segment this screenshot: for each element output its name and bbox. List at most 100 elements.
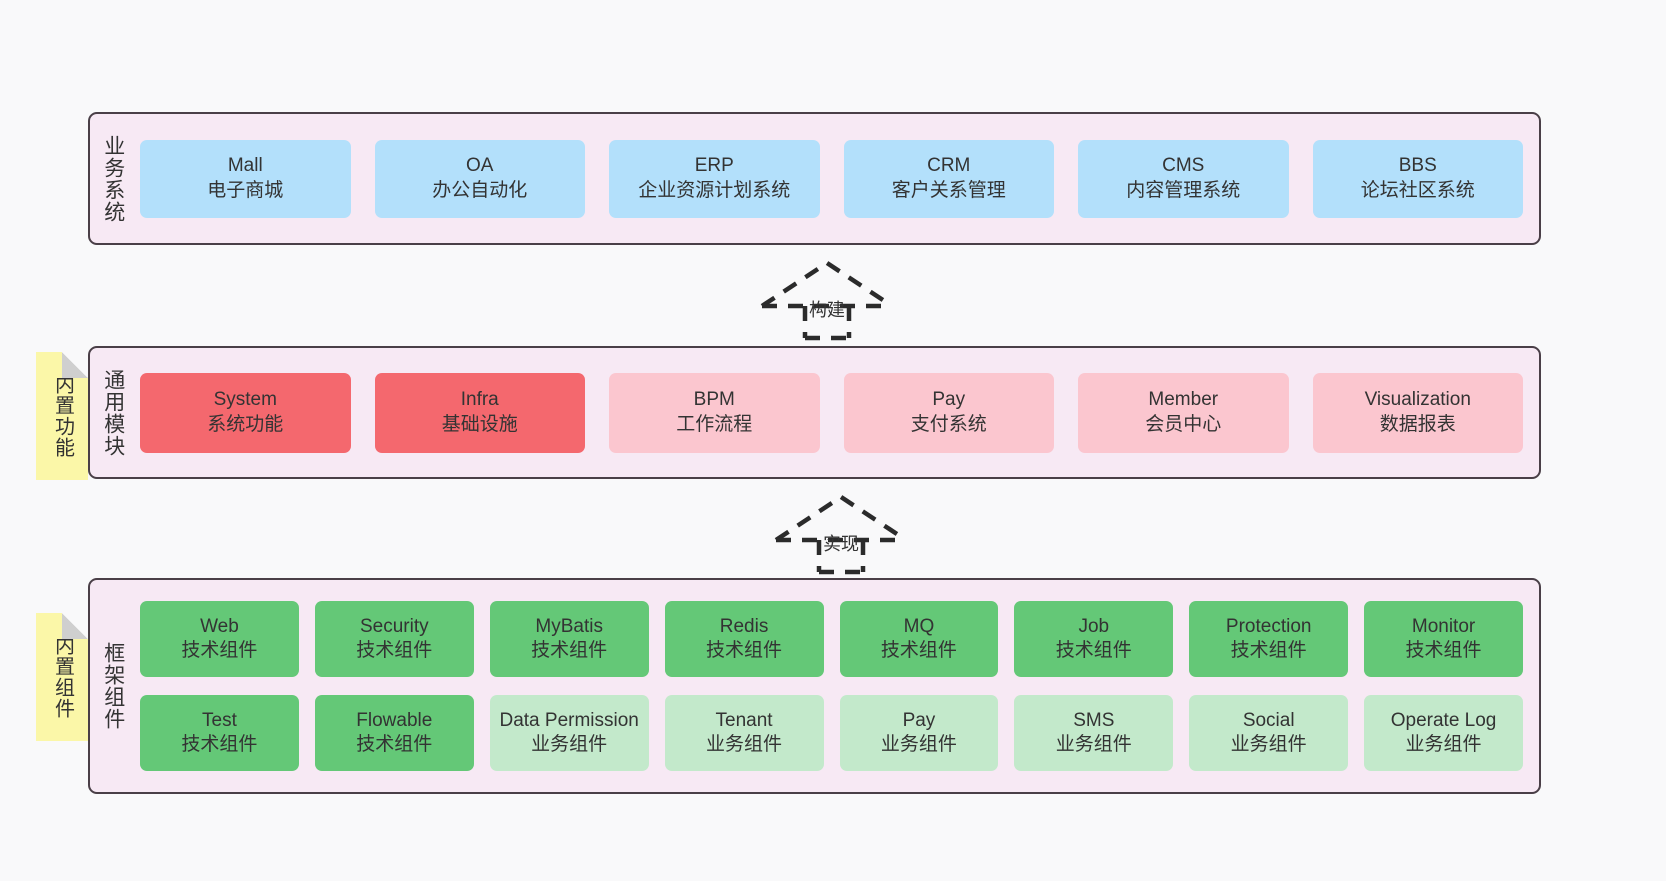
card-subtitle: 技术组件 bbox=[356, 640, 433, 661]
card-monitor[interactable]: Monitor 技术组件 bbox=[1364, 601, 1523, 677]
arrowhead-outline-implement bbox=[774, 494, 908, 542]
card-web[interactable]: Web 技术组件 bbox=[140, 601, 299, 677]
card-row: System 系统功能 Infra 基础设施 BPM 工作流程 Pay 支付系统… bbox=[140, 372, 1523, 453]
card-mq[interactable]: MQ 技术组件 bbox=[839, 601, 999, 677]
card-title: CRM bbox=[927, 155, 971, 177]
card-subtitle: 业务组件 bbox=[1405, 734, 1482, 755]
card-tenant[interactable]: Tenant 业务组件 bbox=[664, 695, 824, 771]
card-subtitle: 客户关系管理 bbox=[891, 179, 1006, 201]
card-bbs[interactable]: BBS 论坛社区系统 bbox=[1312, 139, 1523, 218]
arrow-shaft-implement bbox=[816, 540, 866, 575]
card-job[interactable]: Job 技术组件 bbox=[1014, 601, 1174, 677]
card-title: Member bbox=[1148, 389, 1219, 411]
card-data-permission[interactable]: Data Permission 业务组件 bbox=[489, 695, 649, 771]
card-subtitle: 业务组件 bbox=[1055, 734, 1132, 755]
card-subtitle: 技术组件 bbox=[880, 640, 957, 661]
layer-framework-component: 框架组件 Web 技术组件 Security 技术组件 MyBatis 技术组件… bbox=[88, 578, 1541, 794]
connector-build: 构建 bbox=[758, 258, 896, 341]
card-title: BBS bbox=[1398, 155, 1437, 177]
layer-label-business-system: 业务系统 bbox=[101, 134, 125, 223]
card-flowable[interactable]: Flowable 技术组件 bbox=[314, 695, 474, 771]
card-subtitle: 技术组件 bbox=[1230, 640, 1307, 661]
arrowhead-outline-build bbox=[760, 260, 894, 308]
card-bpm[interactable]: BPM 工作流程 bbox=[609, 372, 820, 453]
arrow-shaft-build bbox=[802, 306, 852, 341]
card-title: Test bbox=[202, 709, 237, 731]
card-title: BPM bbox=[693, 389, 735, 411]
card-sms[interactable]: SMS 业务组件 bbox=[1014, 695, 1174, 771]
card-title: OA bbox=[466, 155, 494, 177]
card-title: Social bbox=[1242, 709, 1295, 731]
card-social[interactable]: Social 业务组件 bbox=[1189, 695, 1349, 771]
card-mybatis[interactable]: MyBatis 技术组件 bbox=[489, 601, 649, 677]
card-system[interactable]: System 系统功能 bbox=[140, 372, 351, 453]
layer-body-common-module: System 系统功能 Infra 基础设施 BPM 工作流程 Pay 支付系统… bbox=[136, 348, 1539, 477]
card-subtitle: 支付系统 bbox=[910, 413, 987, 435]
card-row-business: Test 技术组件 Flowable 技术组件 Data Permission … bbox=[140, 695, 1523, 771]
card-pay[interactable]: Pay 支付系统 bbox=[843, 372, 1054, 453]
card-title: Mall bbox=[227, 155, 263, 177]
card-title: Protection bbox=[1225, 615, 1312, 637]
card-subtitle: 业务组件 bbox=[706, 734, 783, 755]
card-subtitle: 基础设施 bbox=[441, 413, 518, 435]
layer-body-framework-component: Web 技术组件 Security 技术组件 MyBatis 技术组件 Redi… bbox=[136, 580, 1539, 792]
card-visualization[interactable]: Visualization 数据报表 bbox=[1312, 372, 1523, 453]
sticky-note-builtin-function: 内置功能 bbox=[36, 352, 88, 480]
card-pay-business[interactable]: Pay 业务组件 bbox=[839, 695, 999, 771]
card-title: Pay bbox=[932, 389, 966, 411]
card-subtitle: 技术组件 bbox=[181, 640, 258, 661]
card-subtitle: 业务组件 bbox=[1230, 734, 1307, 755]
card-mall[interactable]: Mall 电子商城 bbox=[140, 139, 351, 218]
card-title: Visualization bbox=[1364, 389, 1471, 411]
card-member[interactable]: Member 会员中心 bbox=[1078, 372, 1289, 453]
card-title: Redis bbox=[719, 615, 769, 637]
card-row-tech: Web 技术组件 Security 技术组件 MyBatis 技术组件 Redi… bbox=[140, 601, 1523, 677]
card-title: Tenant bbox=[715, 709, 773, 731]
card-security[interactable]: Security 技术组件 bbox=[314, 601, 474, 677]
card-test[interactable]: Test 技术组件 bbox=[140, 695, 299, 771]
card-subtitle: 论坛社区系统 bbox=[1360, 179, 1475, 201]
card-crm[interactable]: CRM 客户关系管理 bbox=[843, 139, 1054, 218]
card-title: CMS bbox=[1162, 155, 1205, 177]
sticky-note-text: 内置功能 bbox=[51, 374, 74, 458]
card-subtitle: 数据报表 bbox=[1379, 413, 1456, 435]
card-subtitle: 办公自动化 bbox=[432, 179, 528, 201]
card-title: Flowable bbox=[356, 709, 433, 731]
layer-label-common-module: 通用模块 bbox=[101, 368, 125, 457]
card-title: ERP bbox=[694, 155, 734, 177]
layer-business-system: 业务系统 Mall 电子商城 OA 办公自动化 ERP 企业资源计划系统 CRM… bbox=[88, 112, 1541, 245]
card-subtitle: 工作流程 bbox=[676, 413, 753, 435]
card-title: Operate Log bbox=[1390, 709, 1497, 731]
connector-implement: 实现 bbox=[772, 492, 910, 575]
card-title: SMS bbox=[1073, 709, 1115, 731]
card-infra[interactable]: Infra 基础设施 bbox=[374, 372, 585, 453]
card-subtitle: 业务组件 bbox=[531, 734, 608, 755]
card-protection[interactable]: Protection 技术组件 bbox=[1189, 601, 1349, 677]
card-title: MyBatis bbox=[535, 615, 603, 637]
card-title: Monitor bbox=[1411, 615, 1476, 637]
card-title: Job bbox=[1078, 615, 1110, 637]
card-subtitle: 会员中心 bbox=[1145, 413, 1222, 435]
card-subtitle: 企业资源计划系统 bbox=[638, 179, 791, 201]
card-cms[interactable]: CMS 内容管理系统 bbox=[1078, 139, 1289, 218]
card-redis[interactable]: Redis 技术组件 bbox=[664, 601, 824, 677]
card-row: Mall 电子商城 OA 办公自动化 ERP 企业资源计划系统 CRM 客户关系… bbox=[140, 139, 1523, 218]
card-title: Data Permission bbox=[499, 709, 639, 731]
card-erp[interactable]: ERP 企业资源计划系统 bbox=[609, 139, 820, 218]
card-title: MQ bbox=[903, 615, 935, 637]
card-subtitle: 技术组件 bbox=[356, 734, 433, 755]
card-subtitle: 技术组件 bbox=[181, 734, 258, 755]
sticky-note-text: 内置组件 bbox=[51, 635, 74, 719]
card-title: Infra bbox=[460, 389, 499, 411]
card-title: System bbox=[213, 389, 277, 411]
layer-common-module: 通用模块 System 系统功能 Infra 基础设施 BPM 工作流程 Pay… bbox=[88, 346, 1541, 479]
sticky-note-builtin-component: 内置组件 bbox=[36, 613, 88, 741]
card-subtitle: 技术组件 bbox=[1405, 640, 1482, 661]
card-title: Pay bbox=[902, 709, 936, 731]
card-operate-log[interactable]: Operate Log 业务组件 bbox=[1364, 695, 1523, 771]
card-subtitle: 技术组件 bbox=[531, 640, 608, 661]
card-oa[interactable]: OA 办公自动化 bbox=[374, 139, 585, 218]
card-title: Web bbox=[200, 615, 239, 637]
card-subtitle: 系统功能 bbox=[207, 413, 284, 435]
card-subtitle: 内容管理系统 bbox=[1126, 179, 1241, 201]
